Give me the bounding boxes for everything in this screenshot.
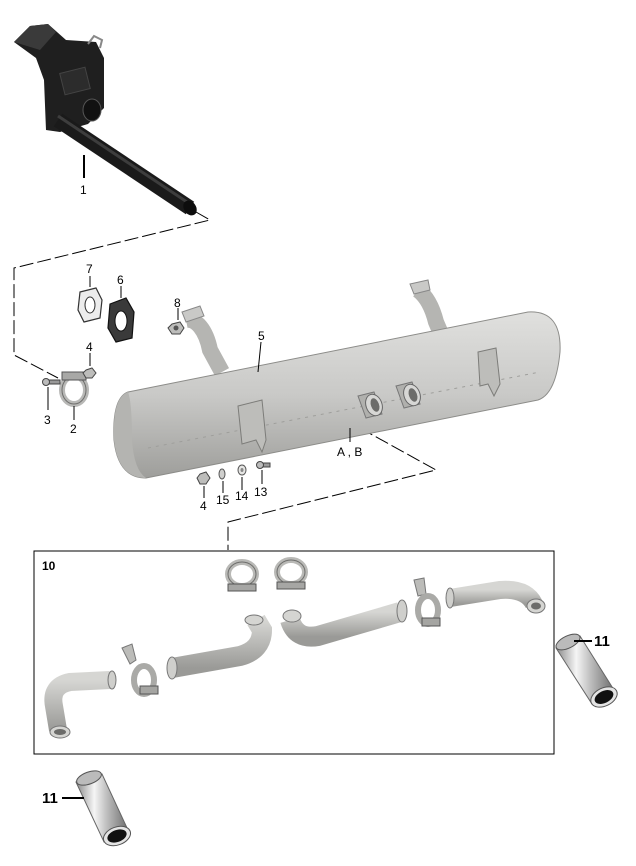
label-part-15: 15: [216, 493, 230, 507]
kit-box-10: [33, 550, 555, 755]
washer-part-14: [237, 464, 247, 476]
label-part-7: 7: [86, 262, 93, 276]
bolt-part-3: [42, 378, 61, 386]
label-part-8: 8: [174, 296, 181, 310]
kit-middle-pipe-right: [280, 599, 408, 647]
kit-middle-pipe-left: [166, 614, 273, 680]
dashed-connector-top: [13, 211, 212, 379]
bolt-part-13: [256, 461, 271, 469]
nut-part-4-upper: [82, 367, 97, 379]
chrome-tip-part-11-right: [555, 633, 618, 708]
nut-part-8: [167, 321, 185, 335]
label-part-4-upper: 4: [86, 340, 93, 354]
chrome-tip-part-11-left: [75, 770, 132, 847]
muffler-part-5: [113, 279, 561, 479]
gasket-part-6: [107, 297, 135, 343]
label-part-11-left: 11: [42, 790, 58, 807]
label-part-3: 3: [44, 413, 51, 427]
kit-clamp-right: [413, 577, 441, 627]
nut-part-4-lower: [196, 471, 211, 485]
washer-part-15: [218, 468, 226, 480]
label-part-5: 5: [258, 329, 265, 343]
kit-elbow-pipe-right: [445, 580, 546, 614]
label-part-14: 14: [235, 489, 249, 503]
kit-elbow-pipe-left: [44, 670, 117, 739]
kit-clamp-left: [121, 643, 159, 697]
kit-clamp-right-top: [274, 557, 308, 590]
leader-line-5: [257, 341, 262, 373]
gasket-part-7: [77, 287, 103, 323]
label-ab: A , B: [337, 445, 362, 459]
dashed-connector-middle: [227, 427, 438, 550]
label-part-2: 2: [70, 422, 77, 436]
heater-box-part-1: [14, 24, 197, 216]
label-part-10: 10: [42, 559, 56, 573]
label-part-6: 6: [117, 273, 124, 287]
clamp-part-2: [59, 371, 89, 407]
label-part-4-lower: 4: [200, 499, 207, 513]
label-part-1: 1: [80, 183, 87, 197]
kit-clamp-left-top: [225, 559, 259, 592]
label-part-13: 13: [254, 485, 268, 499]
label-part-11-right: 11: [594, 633, 610, 650]
